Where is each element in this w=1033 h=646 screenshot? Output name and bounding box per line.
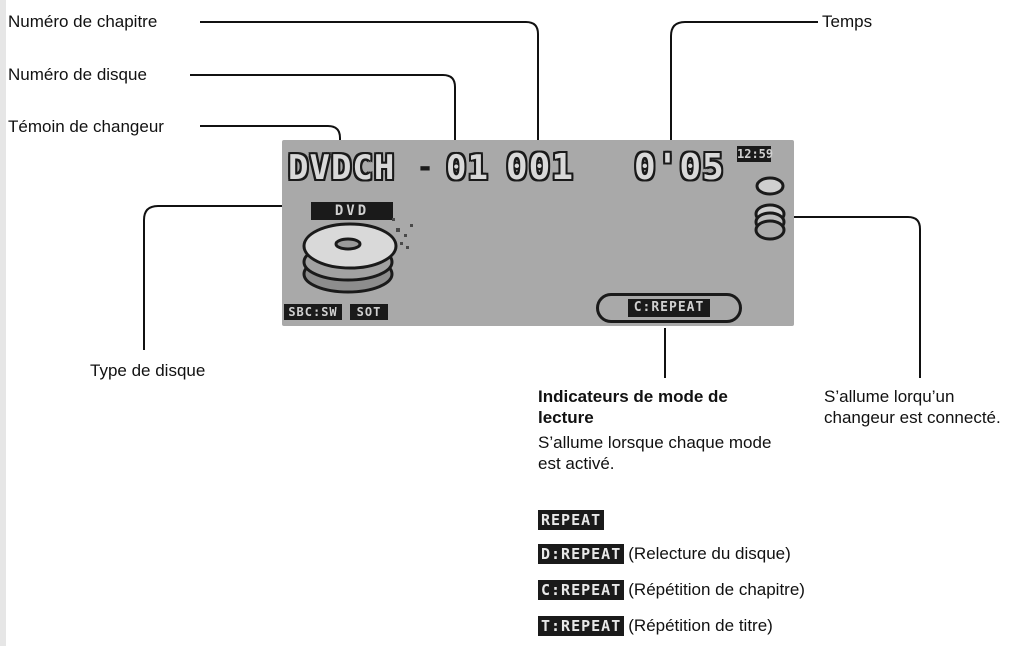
disc-number-display: 01 (446, 148, 489, 188)
clock-display: 12:59 (737, 146, 774, 162)
legend-item: D:REPEAT (Relecture du disque) (538, 542, 791, 566)
legend-item: C:REPEAT (Répétition de chapitre) (538, 578, 805, 602)
leader-disc-type (143, 205, 310, 350)
legend-desc: (Répétition de chapitre) (628, 580, 805, 599)
label-changer-connected: S’allume lorqu’un changeur est connecté. (824, 387, 1001, 427)
page-edge-bar (0, 0, 6, 646)
legend-desc: (Relecture du disque) (628, 544, 791, 563)
legend-tag: T:REPEAT (538, 616, 625, 636)
legend-desc: (Répétition de titre) (628, 616, 773, 635)
time-display: 0'05 (634, 147, 725, 188)
changer-icon (754, 176, 786, 241)
leader-disc (190, 74, 456, 145)
legend-item: T:REPEAT (Répétition de titre) (538, 614, 773, 638)
label-disc-number: Numéro de disque (8, 65, 147, 84)
dash-separator: - (416, 150, 436, 185)
label-time: Temps (822, 12, 873, 31)
legend-tag: C:REPEAT (538, 580, 625, 600)
source-indicator: DVDCH (288, 148, 396, 188)
leader-changer-connected (778, 216, 921, 378)
label-mode-heading: Indicateurs de mode de lecture (538, 387, 728, 427)
label-changer-indicator: Témoin de changeur (8, 117, 164, 136)
legend-tag: REPEAT (538, 510, 605, 530)
sbc-sw-indicator: SBC:SW (284, 304, 342, 320)
play-mode-text: C:REPEAT (627, 299, 711, 317)
lcd-display: DVDCH - 01 001 0'05 12:59 DVD SBC:SW SOT… (282, 140, 794, 326)
leader-time (670, 21, 818, 160)
chapter-number-display: 001 (506, 147, 575, 188)
disc-graphic-icon (302, 218, 413, 294)
play-mode-indicator: C:REPEAT (596, 293, 742, 323)
leader-chapter (200, 21, 539, 160)
label-chapter-number: Numéro de chapitre (8, 12, 158, 31)
leader-changer-indicator (200, 125, 341, 148)
legend-item: REPEAT (538, 508, 605, 532)
disc-type-indicator: DVD (311, 202, 393, 220)
legend-tag: D:REPEAT (538, 544, 625, 564)
label-mode-desc: S’allume lorsque chaque mode est activé. (538, 433, 772, 473)
label-disc-type: Type de disque (90, 361, 206, 380)
sub-indicator: SOT (350, 304, 388, 320)
